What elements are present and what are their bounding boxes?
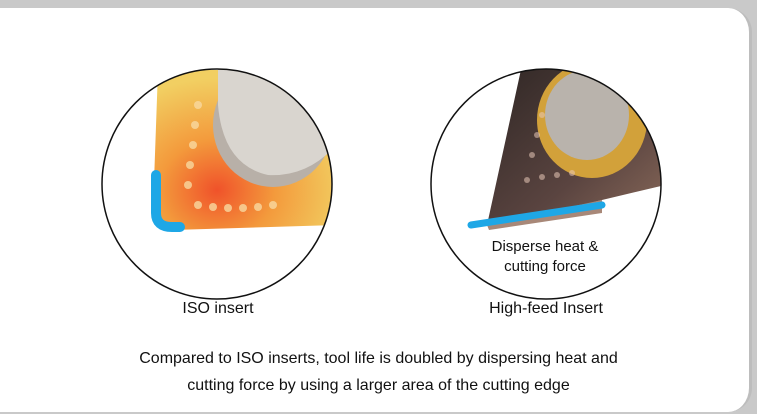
- iso-insert-figure: [98, 65, 336, 303]
- callout-line-2: cutting force: [504, 258, 586, 275]
- iso-insert-caption: ISO insert: [118, 300, 318, 318]
- high-feed-insert-caption: High-feed Insert: [446, 300, 646, 318]
- description-line-2: cutting force by using a larger area of …: [0, 372, 757, 400]
- high-feed-insert-figure: Disperse heat & cutting force: [427, 65, 665, 303]
- callout-line-1: Disperse heat &: [492, 238, 599, 255]
- description-line-1: Compared to ISO inserts, tool life is do…: [0, 345, 757, 373]
